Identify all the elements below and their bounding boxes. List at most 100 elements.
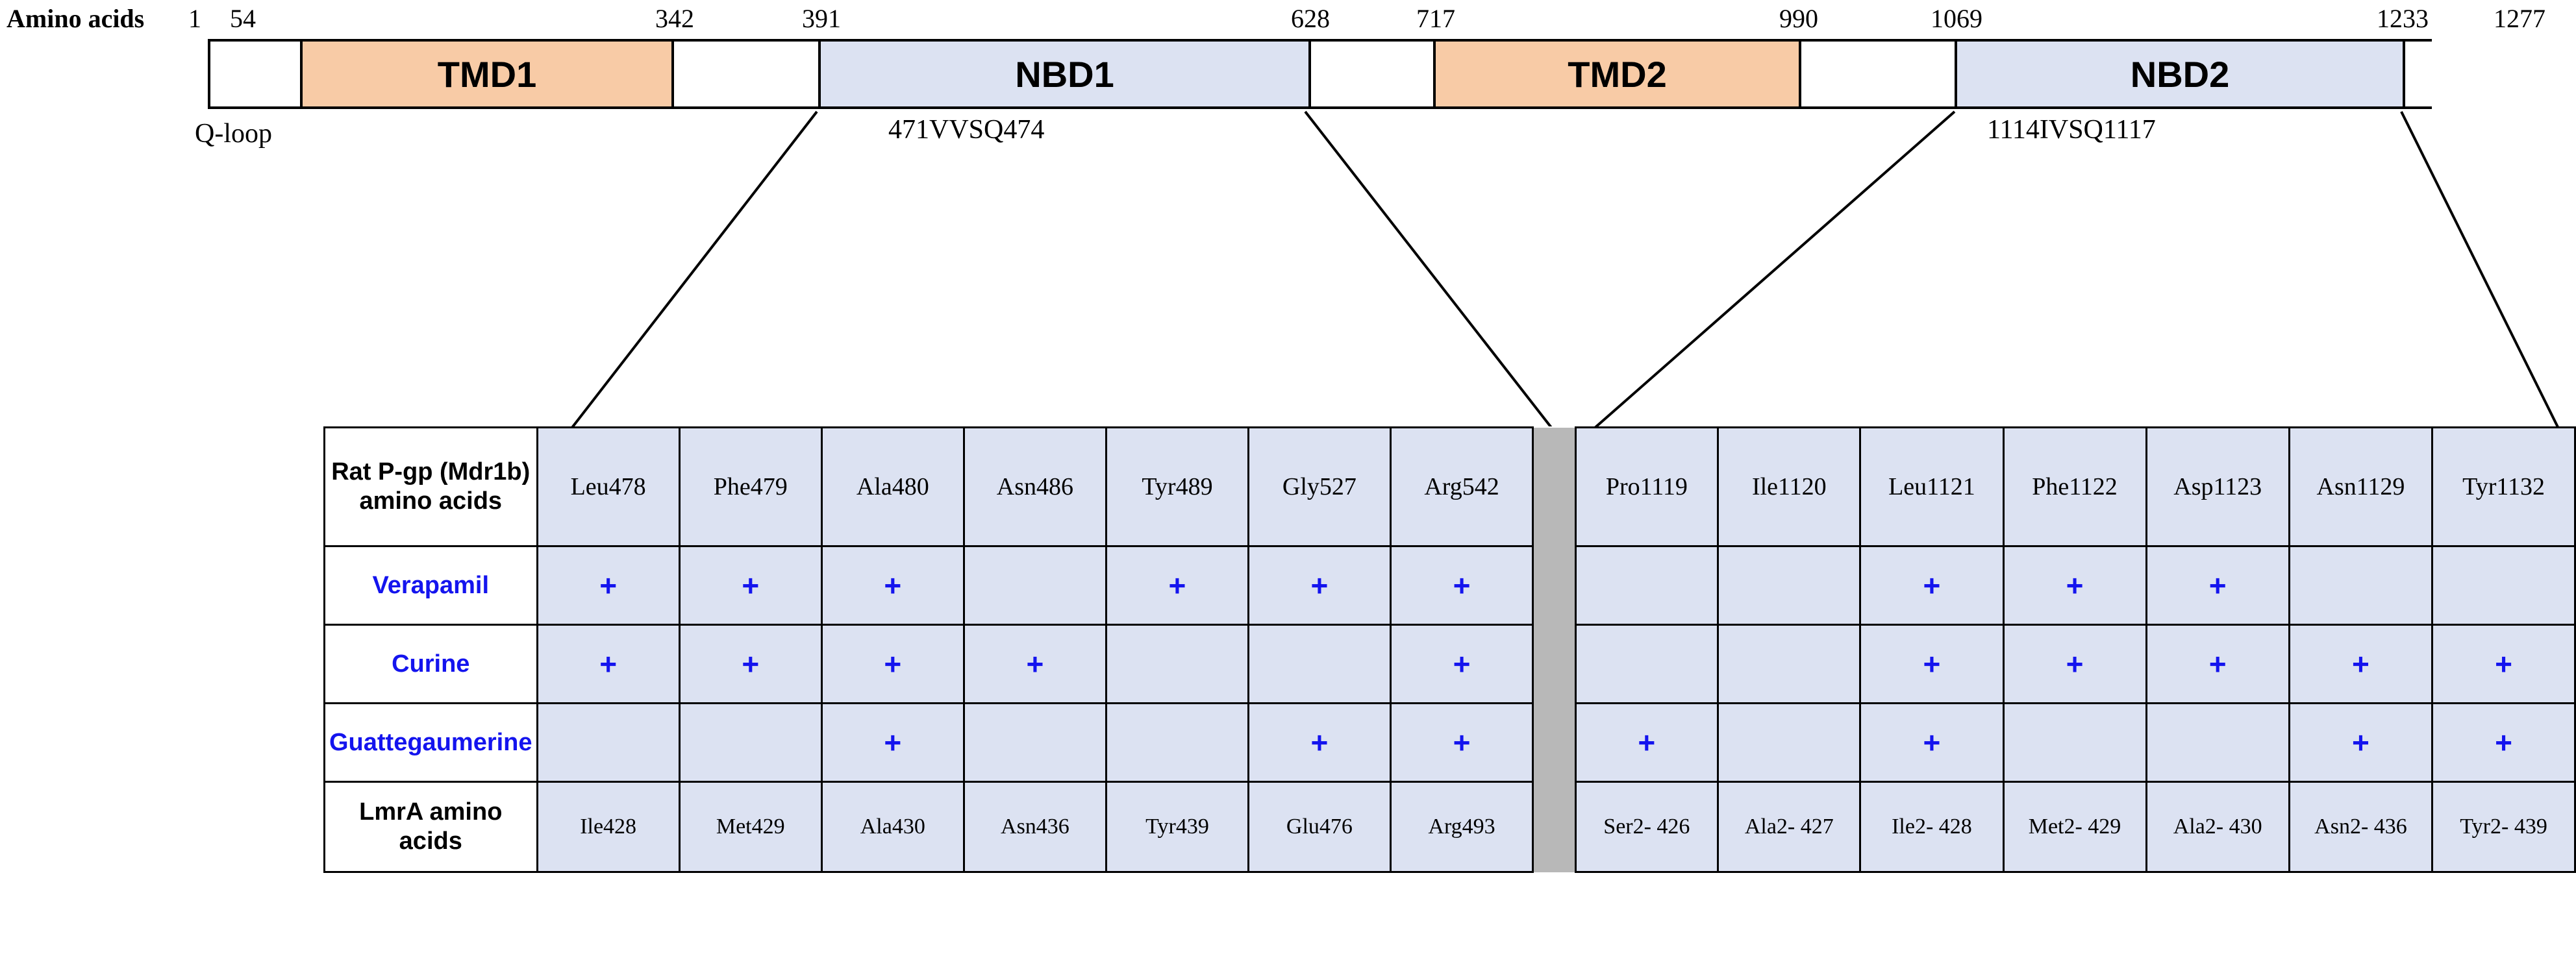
- residue-header-asn1129: Asn1129: [2288, 426, 2434, 547]
- interaction-verapamil-leu1121: +: [1859, 545, 2005, 626]
- interaction-guattegaumerine-phe479: [678, 702, 823, 783]
- domain-segment-nbd2: NBD2: [1957, 42, 2405, 106]
- domain-segment-linker-8: [2405, 42, 2434, 106]
- table-row-curine: Curine++++++++++: [323, 624, 2576, 704]
- lmra-residue-met2429: Met2- 429: [2002, 781, 2147, 873]
- column-spacer: [1532, 427, 1577, 872]
- amino-acid-tick-628: 628: [1291, 4, 1330, 33]
- row-label-verapamil: Verapamil: [323, 545, 538, 626]
- residue-header-tyr489: Tyr489: [1105, 426, 1249, 547]
- lmra-residue-asn436: Asn436: [962, 781, 1108, 873]
- interaction-verapamil-arg542: +: [1389, 545, 1534, 626]
- amino-acid-tick-54: 54: [230, 4, 256, 33]
- interaction-verapamil-leu478: +: [536, 545, 681, 626]
- domain-segment-linker-4: [1311, 42, 1436, 106]
- amino-acids-axis-label: Amino acids: [6, 4, 145, 33]
- interaction-guattegaumerine-tyr489: [1105, 702, 1249, 783]
- amino-acid-tick-1233: 1233: [2377, 4, 2429, 33]
- interaction-guattegaumerine-asn486: [962, 702, 1108, 783]
- interaction-verapamil-gly527: +: [1247, 545, 1392, 626]
- interaction-verapamil-asn486: [962, 545, 1108, 626]
- lmra-residue-asn2436: Asn2- 436: [2288, 781, 2434, 873]
- interaction-curine-ala480: +: [820, 624, 965, 704]
- domain-segment-tmd2: TMD2: [1436, 42, 1801, 106]
- domain-architecture-bar: TMD1 NBD1 TMD2 NBD2: [208, 39, 2434, 109]
- amino-acid-tick-717: 717: [1416, 4, 1455, 33]
- amino-acid-tick-990: 990: [1779, 4, 1818, 33]
- residue-header-tyr1132: Tyr1132: [2431, 426, 2576, 547]
- interaction-guattegaumerine-gly527: +: [1247, 702, 1392, 783]
- interaction-verapamil-asn1129: [2288, 545, 2434, 626]
- interaction-guattegaumerine-ala480: +: [820, 702, 965, 783]
- interaction-guattegaumerine-pro1119: +: [1574, 702, 1719, 783]
- interaction-curine-leu1121: +: [1859, 624, 2005, 704]
- interaction-curine-leu478: +: [536, 624, 681, 704]
- residue-header-leu1121: Leu1121: [1859, 426, 2005, 547]
- amino-acid-tick-1: 1: [188, 4, 201, 33]
- interaction-guattegaumerine-leu478: [536, 702, 681, 783]
- interaction-curine-asp1123: +: [2145, 624, 2290, 704]
- domain-segment-linker-2: [674, 42, 821, 106]
- row-label-guattegaumerine: Guattegaumerine: [323, 702, 538, 783]
- interaction-curine-asn1129: +: [2288, 624, 2434, 704]
- interaction-verapamil-tyr1132: [2431, 545, 2576, 626]
- interaction-verapamil-phe1122: +: [2002, 545, 2147, 626]
- residue-header-ile1120: Ile1120: [1717, 426, 1862, 547]
- nbd1-motif-caption: 471VVSQ474: [888, 115, 1045, 145]
- lmra-residue-glu476: Glu476: [1247, 781, 1392, 873]
- lmra-residue-met429: Met429: [678, 781, 823, 873]
- lmra-residue-tyr2439: Tyr2- 439: [2431, 781, 2576, 873]
- residue-header-pro1119: Pro1119: [1574, 426, 1719, 547]
- q-loop-caption: Q-loop: [195, 119, 272, 149]
- interaction-verapamil-ile1120: [1717, 545, 1862, 626]
- interaction-curine-tyr1132: +: [2431, 624, 2576, 704]
- interaction-verapamil-pro1119: [1574, 545, 1719, 626]
- residue-header-ala480: Ala480: [820, 426, 965, 547]
- row-label-rat-pgp: Rat P-gp (Mdr1b) amino acids: [323, 426, 538, 547]
- amino-acid-tick-1277: 1277: [2494, 4, 2545, 33]
- row-label-lmra: LmrA amino acids: [323, 781, 538, 873]
- interaction-guattegaumerine-phe1122: [2002, 702, 2147, 783]
- lmra-residue-ala2430: Ala2- 430: [2145, 781, 2290, 873]
- lmra-residue-ile2428: Ile2- 428: [1859, 781, 2005, 873]
- row-label-curine: Curine: [323, 624, 538, 704]
- lmra-residue-arg493: Arg493: [1389, 781, 1534, 873]
- amino-acid-tick-1069: 1069: [1931, 4, 1982, 33]
- residue-header-phe1122: Phe1122: [2002, 426, 2147, 547]
- interaction-curine-tyr489: [1105, 624, 1249, 704]
- interaction-guattegaumerine-leu1121: +: [1859, 702, 2005, 783]
- interaction-guattegaumerine-arg542: +: [1389, 702, 1534, 783]
- nbd2-motif-caption: 1114IVSQ1117: [1987, 115, 2156, 145]
- domain-segment-linker-0: [210, 42, 303, 106]
- interaction-curine-ile1120: [1717, 624, 1862, 704]
- interaction-curine-pro1119: [1574, 624, 1719, 704]
- lmra-residue-tyr439: Tyr439: [1105, 781, 1249, 873]
- interaction-verapamil-asp1123: +: [2145, 545, 2290, 626]
- interaction-curine-arg542: +: [1389, 624, 1534, 704]
- amino-acid-tick-342: 342: [655, 4, 694, 33]
- residue-header-leu478: Leu478: [536, 426, 681, 547]
- interaction-curine-gly527: [1247, 624, 1392, 704]
- domain-segment-nbd1: NBD1: [821, 42, 1311, 106]
- residue-header-asn486: Asn486: [962, 426, 1108, 547]
- table-row-verapamil: Verapamil+++++++++: [323, 545, 2576, 626]
- lmra-residue-ile428: Ile428: [536, 781, 681, 873]
- lmra-residue-ser2426: Ser2- 426: [1574, 781, 1719, 873]
- interaction-verapamil-phe479: +: [678, 545, 823, 626]
- interaction-curine-phe1122: +: [2002, 624, 2147, 704]
- interaction-guattegaumerine-ile1120: [1717, 702, 1862, 783]
- interaction-verapamil-tyr489: +: [1105, 545, 1249, 626]
- domain-segment-tmd1: TMD1: [303, 42, 674, 106]
- interaction-guattegaumerine-asp1123: [2145, 702, 2290, 783]
- domain-segment-linker-6: [1801, 42, 1957, 106]
- residue-header-arg542: Arg542: [1389, 426, 1534, 547]
- residue-header-asp1123: Asp1123: [2145, 426, 2290, 547]
- residue-header-gly527: Gly527: [1247, 426, 1392, 547]
- lmra-residue-ala2427: Ala2- 427: [1717, 781, 1862, 873]
- residue-header-phe479: Phe479: [678, 426, 823, 547]
- lmra-residue-ala430: Ala430: [820, 781, 965, 873]
